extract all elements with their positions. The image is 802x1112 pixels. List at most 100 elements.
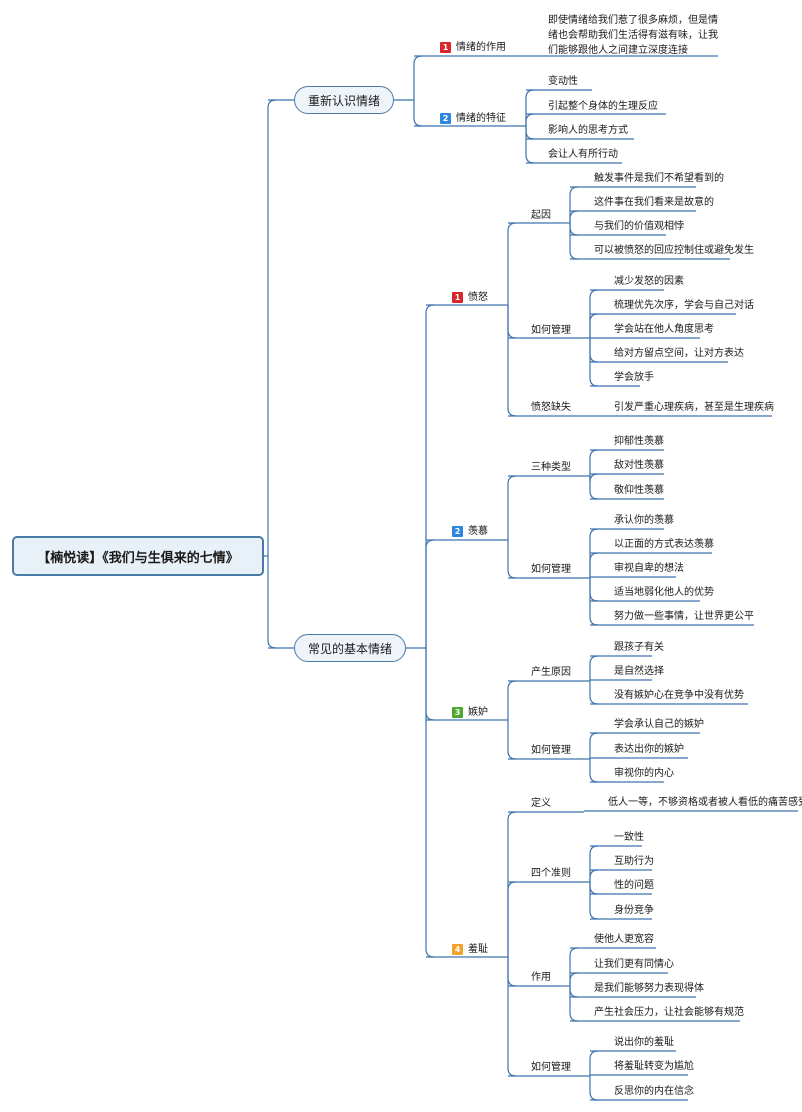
group-label[interactable]: 定义	[531, 798, 551, 809]
leaf-item[interactable]: 引起整个身体的生理反应	[548, 101, 658, 112]
group-label[interactable]: 愤怒缺失	[531, 402, 571, 413]
leaf-item[interactable]: 给对方留点空间，让对方表达	[614, 348, 744, 359]
connector-line	[569, 986, 579, 1022]
subtopic-label: 嫉妒	[468, 707, 488, 718]
group-label[interactable]: 产生原因	[531, 667, 571, 678]
connector-line	[589, 681, 599, 705]
leaf-item[interactable]: 触发事件是我们不希望看到的	[594, 173, 724, 184]
subtopic-emotion-features[interactable]: 2 情绪的特征	[440, 113, 506, 125]
main-topic-basic-emotions[interactable]: 常见的基本情绪	[294, 634, 406, 662]
leaf-item[interactable]: 表达出你的嫉妒	[614, 744, 684, 755]
leaf-item[interactable]: 使他人更宽容	[594, 934, 654, 945]
leaf-item[interactable]: 是我们能够努力表现得体	[594, 983, 704, 994]
subtopic-jealousy[interactable]: 3 嫉妒	[452, 707, 488, 719]
connector-line	[589, 449, 599, 476]
leaf-item[interactable]: 变动性	[548, 76, 578, 87]
leaf-item[interactable]: 没有嫉妒心在竞争中没有优势	[614, 690, 744, 701]
connector-line	[589, 1076, 599, 1101]
leaf-item[interactable]: 会让人有所行动	[548, 149, 618, 160]
connector-line	[267, 556, 277, 649]
connector-line	[589, 655, 599, 681]
group-label[interactable]: 三种类型	[531, 462, 571, 473]
group-label[interactable]: 如何管理	[531, 1062, 571, 1073]
leaf-item[interactable]: 抑郁性羡慕	[614, 436, 664, 447]
leaf-item[interactable]: 跟孩子有关	[614, 642, 664, 653]
group-label[interactable]: 如何管理	[531, 745, 571, 756]
leaf-item[interactable]: 即使情绪给我们惹了很多麻烦，但是情绪也会帮助我们生活得有滋有味，让我们能够跟他人…	[548, 15, 718, 56]
leaf-item[interactable]: 审视你的内心	[614, 768, 674, 779]
leaf-item[interactable]: 承认你的羡慕	[614, 515, 674, 526]
connector-line	[413, 100, 423, 127]
badge-2-icon: 2	[440, 113, 451, 124]
group-label[interactable]: 作用	[531, 972, 551, 983]
leaf-item[interactable]: 将羞耻转变为尴尬	[614, 1061, 694, 1072]
subtopic-label: 情绪的特征	[456, 113, 506, 124]
connector-line	[507, 222, 517, 305]
leaf-item[interactable]: 反思你的内在信念	[614, 1086, 694, 1097]
leaf-item[interactable]: 学会放手	[614, 372, 654, 383]
leaf-item[interactable]: 敬仰性羡慕	[614, 485, 664, 496]
leaf-item[interactable]: 互助行为	[614, 856, 654, 867]
badge-3-icon: 3	[452, 707, 463, 718]
badge-4-icon: 4	[452, 944, 463, 955]
leaf-item[interactable]: 这件事在我们看来是故意的	[594, 197, 714, 208]
leaf-item[interactable]: 学会站在他人角度思考	[614, 324, 714, 335]
connector-line	[589, 338, 599, 363]
group-label[interactable]: 如何管理	[531, 325, 571, 336]
connector-line	[589, 578, 599, 602]
connector-line	[569, 223, 579, 260]
leaf-item[interactable]: 引发严重心理疾病，甚至是生理疾病	[614, 402, 774, 413]
subtopic-label: 愤怒	[468, 292, 488, 303]
leaf-item[interactable]: 与我们的价值观相悖	[594, 221, 684, 232]
connector-line	[507, 475, 517, 540]
root-topic[interactable]: 【楠悦读】《我们与生俱来的七情》	[12, 536, 264, 576]
leaf-item[interactable]: 适当地弱化他人的优势	[614, 587, 714, 598]
subtopic-emotion-function[interactable]: 1 情绪的作用	[440, 42, 506, 54]
leaf-item[interactable]: 低人一等，不够资格或者被人看低的痛苦感受	[608, 797, 802, 808]
connector-line	[569, 986, 579, 998]
connector-line	[589, 845, 599, 882]
leaf-item[interactable]: 性的问题	[614, 880, 654, 891]
main-topic-rethink-emotions[interactable]: 重新认识情绪	[294, 86, 394, 114]
leaf-item[interactable]: 让我们更有同情心	[594, 959, 674, 970]
leaf-item[interactable]: 身份竞争	[614, 905, 654, 916]
connector-line	[569, 223, 579, 236]
leaf-item[interactable]: 努力做一些事情，让世界更公平	[614, 611, 754, 622]
subtopic-label: 情绪的作用	[456, 42, 506, 53]
connector-line	[589, 882, 599, 920]
connector-line	[267, 99, 277, 556]
connector-line	[425, 648, 435, 721]
connector-line	[507, 680, 517, 720]
leaf-item[interactable]: 审视自卑的想法	[614, 563, 684, 574]
leaf-item[interactable]: 敌对性羡慕	[614, 460, 664, 471]
leaf-item[interactable]: 梳理优先次序，学会与自己对话	[614, 300, 754, 311]
leaf-item[interactable]: 影响人的思考方式	[548, 125, 628, 136]
leaf-item[interactable]: 产生社会压力，让社会能够有规范	[594, 1007, 744, 1018]
leaf-item[interactable]: 说出你的羞耻	[614, 1037, 674, 1048]
group-label[interactable]: 如何管理	[531, 564, 571, 575]
group-label[interactable]: 起因	[531, 210, 551, 221]
group-label[interactable]: 四个准则	[531, 868, 571, 879]
connector-line	[525, 113, 535, 126]
connector-line	[507, 720, 517, 760]
connector-line	[425, 304, 435, 648]
leaf-item[interactable]: 一致性	[614, 832, 644, 843]
leaf-item[interactable]: 学会承认自己的嫉妒	[614, 719, 704, 730]
connector-line	[569, 972, 579, 986]
leaf-item[interactable]: 以正面的方式表达羡慕	[614, 539, 714, 550]
connector-line	[589, 1050, 599, 1076]
leaf-item[interactable]: 减少发怒的因素	[614, 276, 684, 287]
badge-1-icon: 1	[440, 42, 451, 53]
leaf-item[interactable]: 是自然选择	[614, 666, 664, 677]
connector-line	[413, 55, 423, 100]
connector-line	[589, 759, 599, 783]
connector-line	[425, 539, 435, 648]
connector-line	[507, 540, 517, 579]
connector-line	[589, 882, 599, 895]
connector-line	[589, 313, 599, 338]
leaf-item[interactable]: 可以被愤怒的回应控制住或避免发生	[594, 245, 754, 256]
connector-line	[525, 126, 535, 140]
